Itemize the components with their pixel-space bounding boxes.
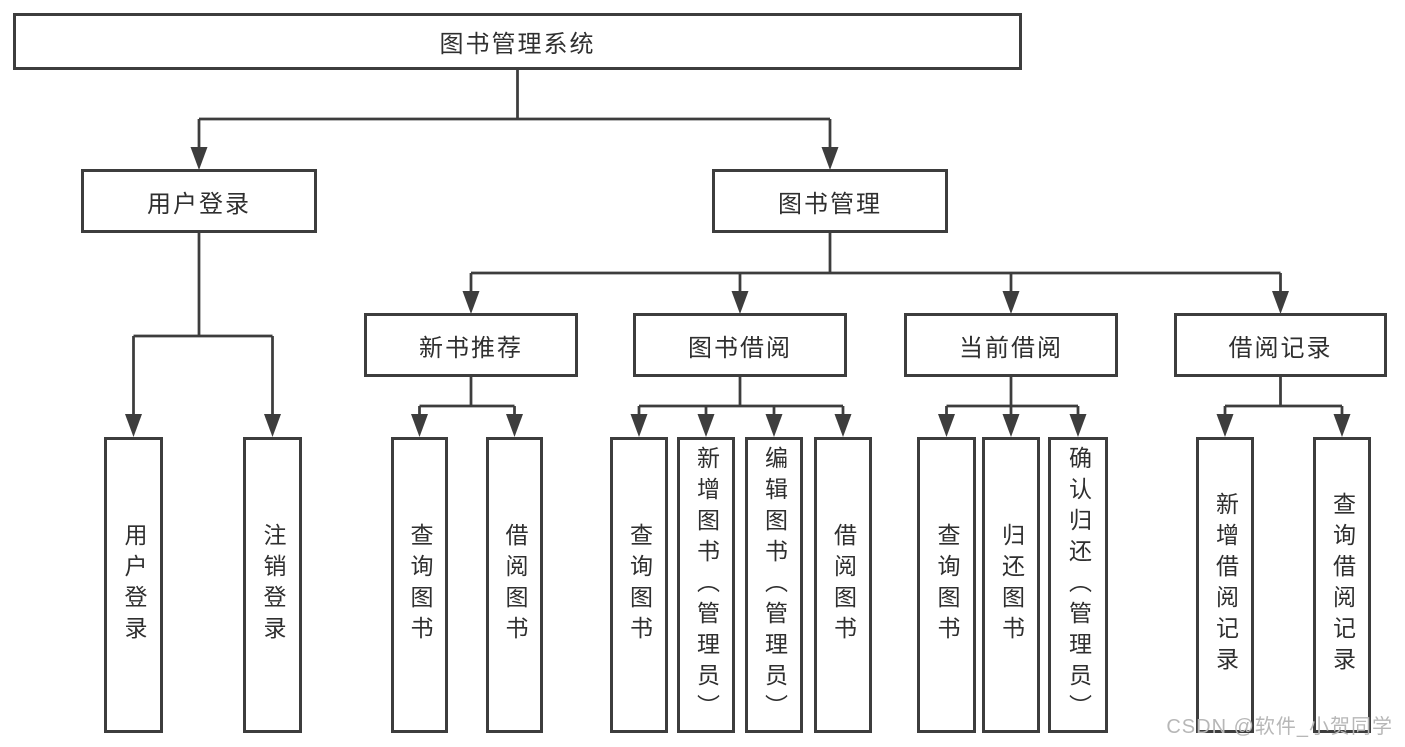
- leaf-recommend-query-books-label: 查询图书: [407, 523, 433, 647]
- node-borrowing-records: 借阅记录: [1174, 313, 1387, 377]
- node-user-login: 用户登录: [81, 169, 317, 233]
- node-new-book-recommendation: 新书推荐: [364, 313, 578, 377]
- arrowhead-icon: [1002, 414, 1020, 437]
- leaf-borrowing-borrow-books-label: 借阅图书: [830, 523, 857, 647]
- leaf-current-query-books-label: 查询图书: [934, 523, 960, 647]
- leaf-borrowing-edit-books-admin-label: 编辑图书（管理员）: [761, 445, 788, 725]
- leaf-records-add-borrow-record-label: 新增借阅记录: [1212, 492, 1239, 678]
- connector-user-login-to-leaves: [132, 233, 274, 416]
- leaf-current-return-books-label: 归还图书: [998, 523, 1025, 647]
- node-user-login-label: 用户登录: [147, 190, 251, 218]
- connector-book-management-to-level3: [469, 233, 1282, 292]
- arrowhead-icon: [506, 414, 523, 437]
- connector-book-borrowing-to-leaves: [637, 377, 845, 416]
- node-book-management: 图书管理: [712, 169, 948, 233]
- node-new-book-recommendation-label: 新书推荐: [419, 334, 523, 362]
- node-current-borrowing-label: 当前借阅: [959, 334, 1063, 362]
- arrowhead-icon: [462, 291, 480, 314]
- arrowhead-icon: [1069, 414, 1087, 437]
- arrowhead-icon: [821, 147, 839, 170]
- node-library-system: 图书管理系统: [13, 13, 1022, 70]
- node-book-management-label: 图书管理: [778, 190, 882, 218]
- node-borrowing-records-label: 借阅记录: [1228, 334, 1333, 362]
- leaf-logout: 注销登录: [243, 437, 302, 733]
- arrowhead-icon: [411, 414, 428, 437]
- csdn-watermark: CSDN @软件_小贺同学: [1166, 716, 1393, 738]
- connector-borrowing-records-to-leaves: [1223, 377, 1344, 416]
- node-book-borrowing: 图书借阅: [633, 313, 847, 377]
- connector-root-to-level2: [197, 70, 832, 150]
- arrowhead-icon: [630, 414, 648, 437]
- node-current-borrowing: 当前借阅: [904, 313, 1118, 377]
- leaf-records-query-borrow-record-label: 查询借阅记录: [1329, 492, 1356, 678]
- node-book-borrowing-label: 图书借阅: [688, 334, 792, 362]
- arrowhead-icon: [190, 147, 208, 170]
- leaf-records-add-borrow-record: 新增借阅记录: [1196, 437, 1254, 733]
- leaf-borrowing-query-books-label: 查询图书: [626, 523, 653, 647]
- arrowhead-icon: [834, 414, 852, 437]
- leaf-user-login: 用户登录: [104, 437, 163, 733]
- leaf-records-query-borrow-record: 查询借阅记录: [1313, 437, 1371, 733]
- arrowhead-icon: [1002, 291, 1020, 314]
- leaf-borrowing-add-books-admin: 新增图书（管理员）: [677, 437, 735, 733]
- leaf-borrowing-add-books-admin-label: 新增图书（管理员）: [693, 445, 720, 725]
- arrowhead-icon: [125, 414, 142, 437]
- arrowhead-icon: [1216, 414, 1234, 437]
- leaf-recommend-borrow-books-label: 借阅图书: [502, 523, 528, 647]
- connector-new-book-recommendation-to-leaves: [418, 377, 516, 416]
- connector-current-borrowing-to-leaves: [945, 377, 1080, 416]
- leaf-current-query-books: 查询图书: [917, 437, 976, 733]
- leaf-logout-label: 注销登录: [260, 523, 286, 647]
- leaf-current-return-books: 归还图书: [982, 437, 1040, 733]
- arrowhead-icon: [1333, 414, 1351, 437]
- arrowhead-icon: [938, 414, 955, 437]
- arrowhead-icon: [731, 291, 749, 314]
- node-library-system-label: 图书管理系统: [439, 31, 596, 58]
- leaf-borrowing-edit-books-admin: 编辑图书（管理员）: [745, 437, 803, 733]
- arrowhead-icon: [264, 414, 281, 437]
- leaf-borrowing-borrow-books: 借阅图书: [814, 437, 872, 733]
- leaf-current-confirm-return-admin-label: 确认归还（管理员）: [1065, 445, 1092, 725]
- arrowhead-icon: [697, 414, 715, 437]
- arrowhead-icon: [1272, 291, 1289, 314]
- leaf-recommend-borrow-books: 借阅图书: [486, 437, 543, 733]
- leaf-current-confirm-return-admin: 确认归还（管理员）: [1048, 437, 1108, 733]
- leaf-borrowing-query-books: 查询图书: [610, 437, 668, 733]
- leaf-user-login-label: 用户登录: [121, 523, 147, 647]
- arrowhead-icon: [765, 414, 783, 437]
- leaf-recommend-query-books: 查询图书: [391, 437, 448, 733]
